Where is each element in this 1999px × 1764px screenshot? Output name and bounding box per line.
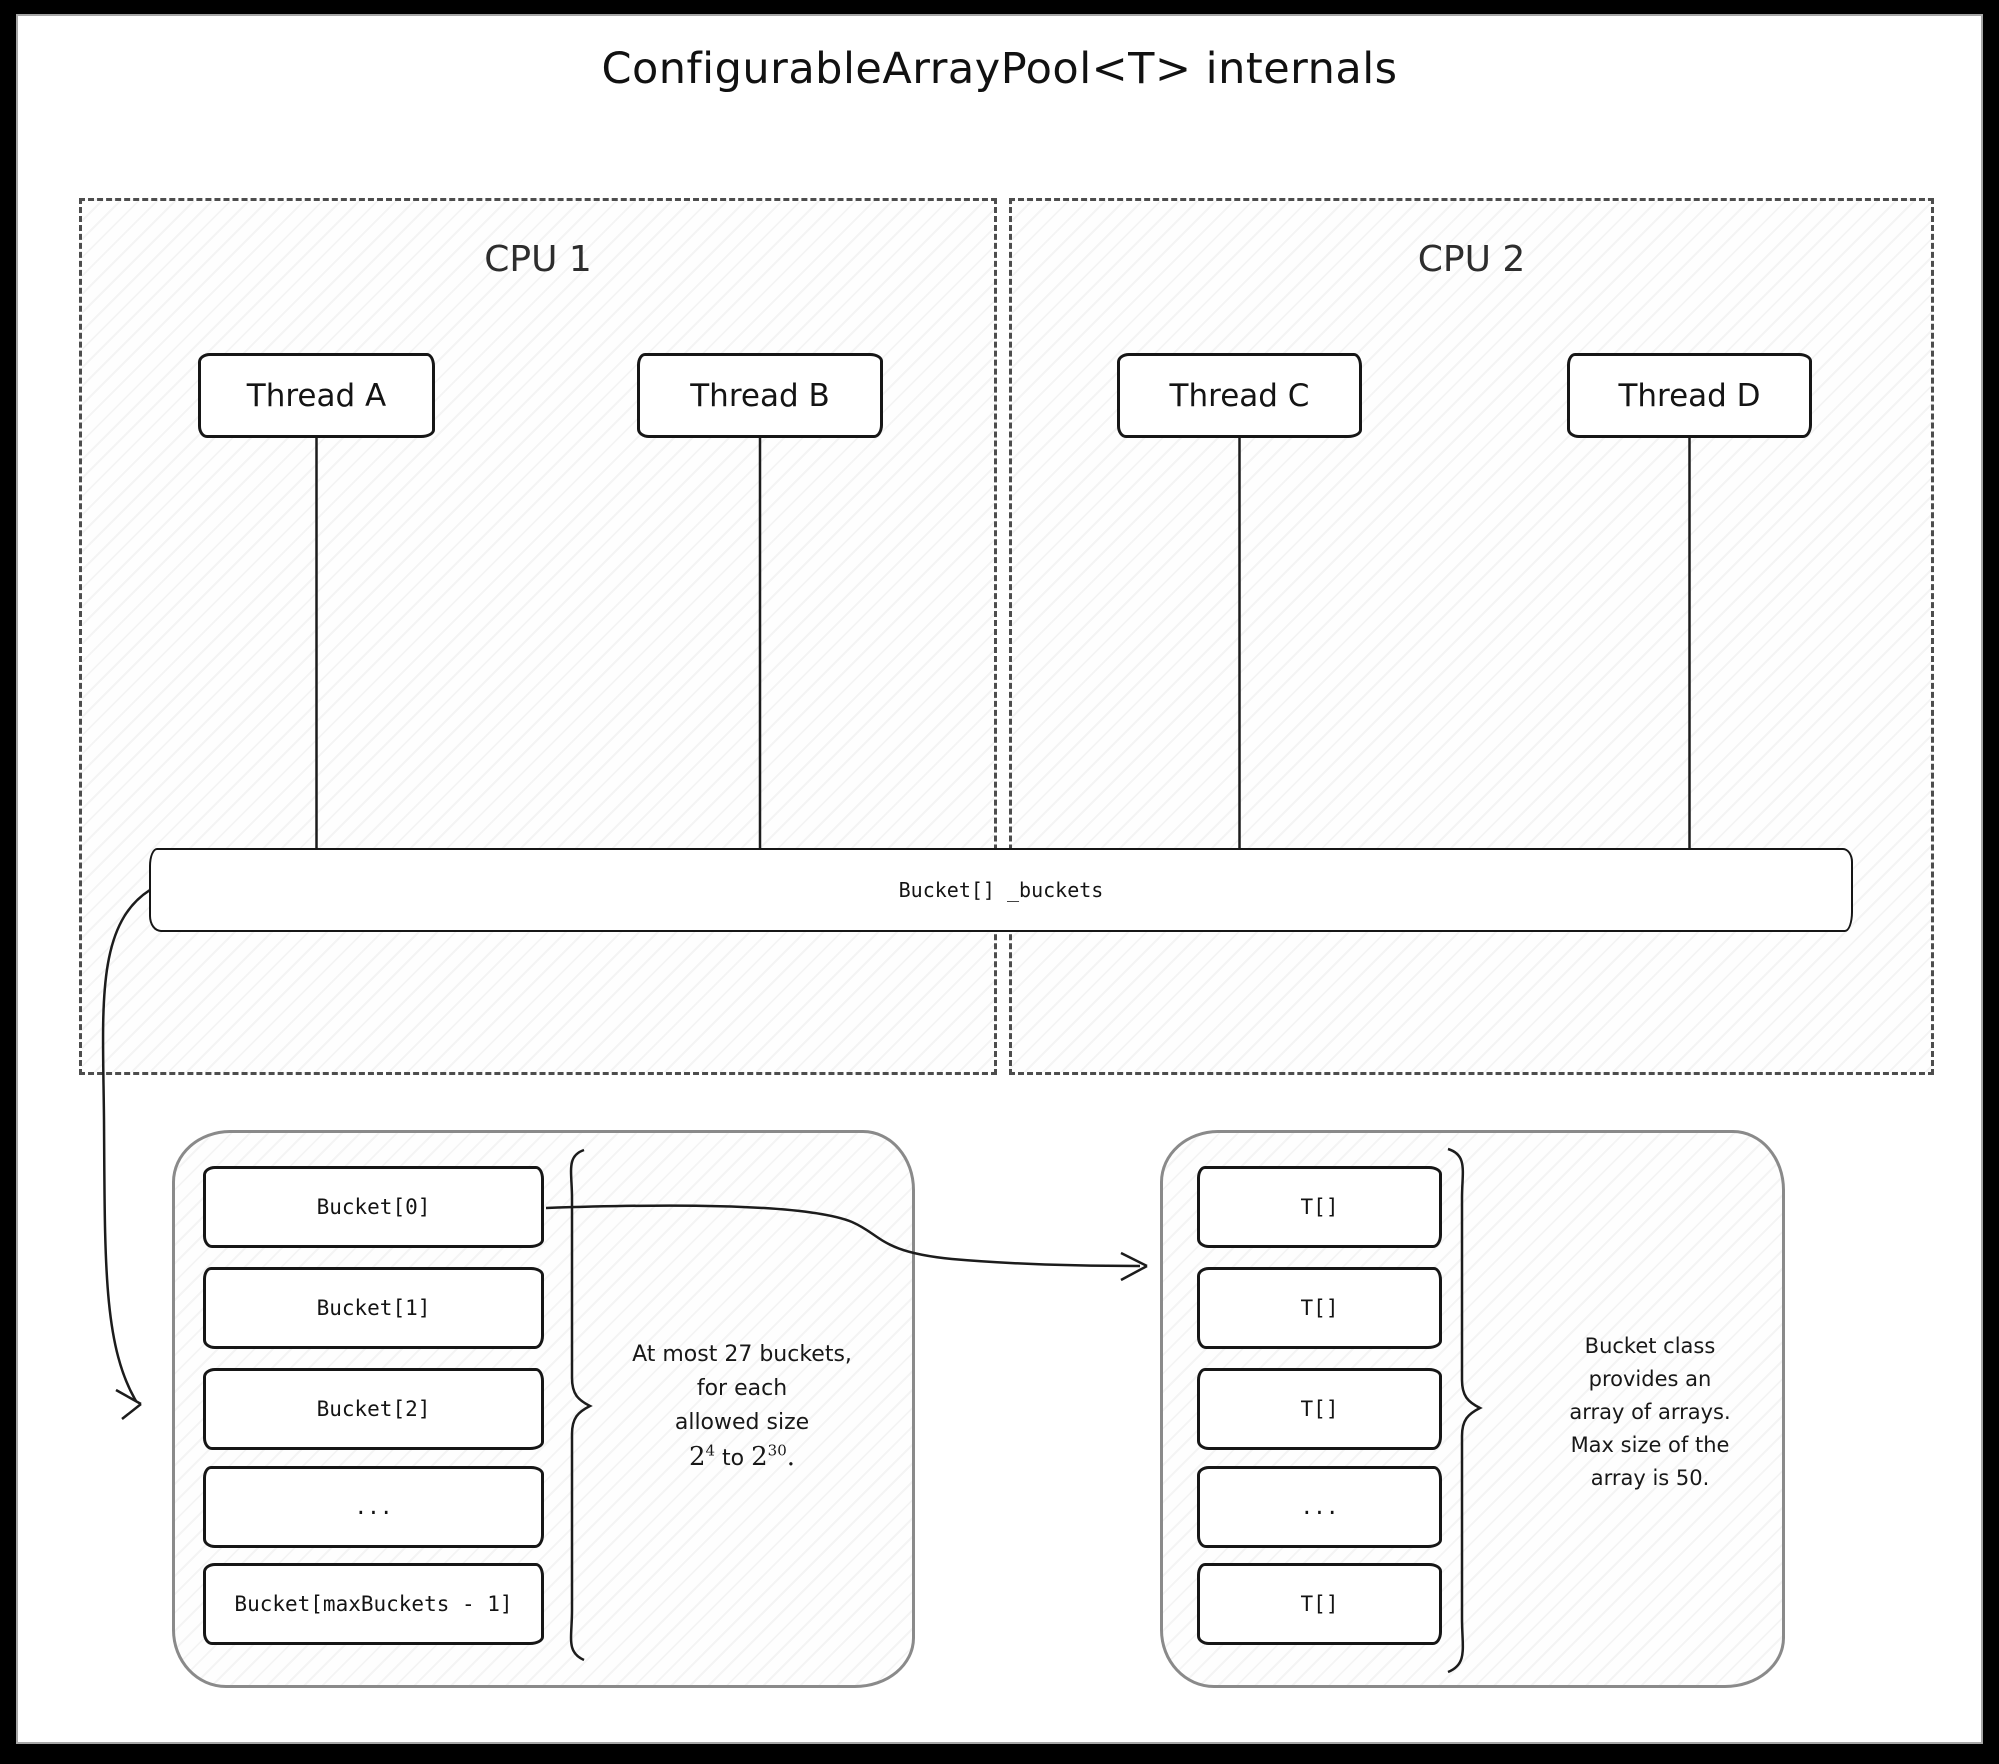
pow-exp-1: 4 [705, 1441, 716, 1460]
bucket-row-last: Bucket[maxBuckets - 1] [203, 1563, 544, 1645]
cpu2-label: CPU 2 [1417, 239, 1526, 280]
t-note-line-2: provides an [1588, 1367, 1712, 1391]
t-note-line-3: array of arrays. [1569, 1400, 1731, 1424]
bucket-row-1-label: Bucket[1] [316, 1296, 431, 1320]
buckets-arrowhead-icon [115, 1388, 142, 1420]
page-title: ConfigurableArrayPool<T> internals [601, 44, 1398, 94]
bucket-row-2-label: Bucket[2] [316, 1397, 431, 1421]
t-row-ellipsis-label: ... [1300, 1495, 1339, 1519]
t-row-last-label: T[] [1300, 1592, 1339, 1616]
t-note-line-1: Bucket class [1584, 1334, 1716, 1358]
cpu1-label: CPU 1 [484, 239, 592, 280]
thread-b-box: Thread B [637, 353, 883, 438]
thread-a-box: Thread A [198, 353, 435, 438]
thread-c-label: Thread C [1169, 377, 1310, 414]
thread-c-box: Thread C [1117, 353, 1362, 438]
bucket-row-2: Bucket[2] [203, 1368, 544, 1450]
bucket-row-ellipsis-label: ... [354, 1495, 393, 1519]
pow-exp-2: 30 [767, 1441, 787, 1460]
t-array-note: Bucket class provides an array of arrays… [1500, 1330, 1800, 1495]
pow-base-1: 2 [688, 1442, 706, 1472]
bucket-row-last-label: Bucket[maxBuckets - 1] [234, 1592, 513, 1616]
thread-d-box: Thread D [1567, 353, 1812, 438]
t-row-1-label: T[] [1300, 1296, 1339, 1320]
t-row-0-label: T[] [1300, 1195, 1339, 1219]
bucket-row-ellipsis: ... [203, 1466, 544, 1548]
bucket-row-1: Bucket[1] [203, 1267, 544, 1349]
bucket-row-0-label: Bucket[0] [316, 1195, 431, 1219]
t-row-last: T[] [1197, 1563, 1442, 1645]
t-note-line-4: Max size of the [1570, 1433, 1730, 1457]
t-row-2-label: T[] [1300, 1397, 1339, 1421]
t-row-ellipsis: ... [1197, 1466, 1442, 1548]
pow-middle-word: to [715, 1446, 752, 1471]
pow-period: . [786, 1442, 796, 1472]
bucket-array-brace [569, 1148, 593, 1662]
buckets-to-bucket-array-arrow [101, 888, 151, 1402]
thread-b-label: Thread B [690, 377, 830, 414]
buckets-bar: Bucket[] _buckets [149, 848, 1853, 932]
t-row-2: T[] [1197, 1368, 1442, 1450]
t-note-line-5: array is 50. [1590, 1466, 1710, 1490]
pow-base-2: 2 [751, 1442, 768, 1472]
bucket-array-note: At most 27 buckets, for each allowed siz… [552, 1338, 932, 1476]
thread-a-label: Thread A [246, 377, 387, 414]
thread-d-label: Thread D [1618, 377, 1761, 414]
t-row-0: T[] [1197, 1166, 1442, 1248]
t-row-1: T[] [1197, 1267, 1442, 1349]
bucket0-to-t-array-arrow [545, 1204, 1141, 1268]
buckets-bar-label: Bucket[] _buckets [898, 878, 1104, 902]
t-array-arrowhead-icon [1120, 1251, 1148, 1282]
bucket-row-0: Bucket[0] [203, 1166, 544, 1248]
bucket-note-line-1: At most 27 buckets, [632, 1342, 852, 1367]
t-array-brace [1447, 1147, 1483, 1674]
bucket-note-line-2: for each [696, 1376, 788, 1401]
bucket-note-math-line: 24 to 230. [552, 1440, 932, 1476]
bucket-note-line-3: allowed size [674, 1410, 810, 1435]
